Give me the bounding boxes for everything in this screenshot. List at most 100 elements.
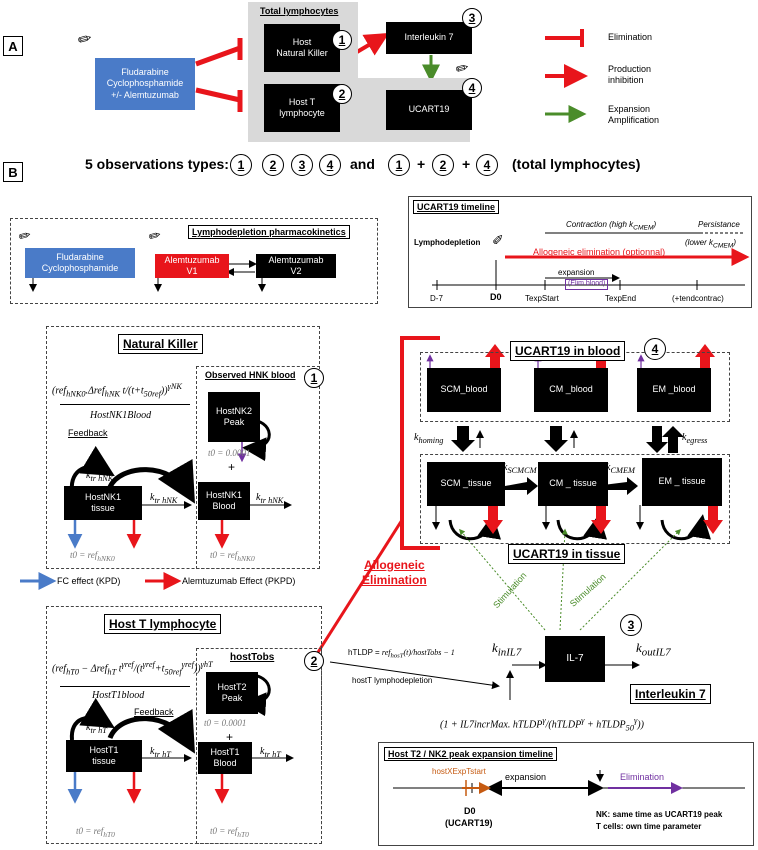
obs-4-badge: 4 — [462, 78, 482, 98]
legend-elimination: Elimination — [608, 32, 653, 42]
scm-blood-box: SCM_blood — [427, 368, 501, 412]
obs-1-badge: 1 — [230, 154, 252, 176]
interleukin-7-box: Interleukin 7 — [386, 22, 472, 54]
peak-timeline-panel — [378, 742, 754, 846]
obs-2-badge: 2 — [432, 154, 454, 176]
host-t-feedback-label: Feedback — [134, 707, 174, 717]
hostt-lymphodepletion-label: hostT lymphodepletion — [352, 676, 433, 685]
khoming-label: khoming — [414, 432, 444, 445]
nk-feedback-label: Feedback — [68, 428, 108, 438]
ktr-hnk-label: ktr hNK — [150, 492, 178, 505]
obs-4-badge: 4 — [319, 154, 341, 176]
kin-il7-label: kinIL7 — [492, 640, 522, 659]
observed-hnk-title: Observed HNK blood — [205, 370, 296, 380]
allogeneic-elimination-label: Allogeneic elimination (optionnal) — [533, 247, 666, 257]
obs-2-badge: 2 — [332, 84, 352, 104]
nk-blood-t0: t0 = refhNK0 — [210, 550, 255, 563]
hostt1-tissue-box: HostT1 tissue — [66, 740, 142, 772]
scm-tissue-box: SCM _tissue — [427, 462, 505, 506]
hosttobs-panel — [196, 648, 322, 844]
nk-timing-note: NK: same time as UCART19 peak — [596, 810, 723, 819]
hostx-exp-tstart-label: hostXExpTstart — [432, 767, 486, 776]
em-blood-box: EM _blood — [637, 368, 711, 412]
d-7-label: D-7 — [430, 294, 443, 303]
allogeneic-bracket — [400, 336, 440, 550]
allogeneic-elimination-label: Allogeneic Elimination — [362, 558, 427, 587]
hostt2-peak-box: HostT2 Peak — [206, 672, 258, 714]
ktr-ht-label: ktr hT — [150, 746, 171, 759]
obs-4-badge: 4 — [644, 338, 666, 360]
obs-1-badge: 1 — [388, 154, 410, 176]
lympho-pk-title: Lymphodepletion pharmacokinetics — [188, 225, 350, 239]
hostt1-blood-box: HostT1 Blood — [198, 742, 252, 774]
obs-3-badge: 3 — [462, 8, 482, 28]
ucart19-box: UCART19 — [386, 90, 472, 130]
nk-feedback-formula: (refhNK0.ΔrefhNK t/(t+t50ref))γNK — [52, 382, 182, 399]
elim-blood-label: (Elim blood) — [565, 279, 609, 290]
nk-peak-t0: t0 = 0.0001 — [208, 448, 251, 458]
panel-b-label: B — [3, 162, 23, 182]
kcmem-label: kCMEM — [606, 462, 635, 475]
ktr-hnk-label: ktr hNK — [86, 470, 114, 483]
peak-expansion-label: expansion — [505, 772, 547, 782]
host-t-formula-denominator: HostT1blood — [92, 690, 145, 701]
host-t-title: Host T lymphocyte — [104, 614, 222, 634]
ktr-hnk-label: ktr hNK — [256, 492, 284, 505]
contraction-label: Contraction (high kCMEM) — [566, 220, 657, 232]
il7-box: IL-7 — [545, 636, 605, 682]
timeline-title: UCART19 timeline — [413, 200, 500, 214]
peak-elimination-label: Elimination — [620, 772, 665, 782]
fc-effect-legend: FC effect (KPD) — [57, 576, 121, 586]
obs-3-badge: 3 — [291, 154, 313, 176]
hostnk2-peak-box: HostNK2 Peak — [208, 392, 260, 442]
alemtuzumab-v1-box: Alemtuzumab V1 — [155, 254, 229, 278]
panel-a-label: A — [3, 36, 23, 56]
lower-kcmem-label: (lower kCMEM) — [685, 238, 737, 250]
lymphodepletion-pk-panel — [10, 218, 378, 304]
obs-1-badge: 1 — [332, 30, 352, 50]
natural-killer-title: Natural Killer — [118, 334, 203, 354]
and-text: and — [350, 156, 375, 172]
total-lymphocytes-title: Total lymphocytes — [260, 6, 339, 16]
nk-formula-denominator: HostNK1Blood — [90, 410, 152, 421]
observed-hnk-panel — [196, 366, 320, 569]
alemtuzumab-effect-legend: Alemtuzumab Effect (PKPD) — [182, 576, 296, 586]
host-t-feedback-formula: (refhT0 − ΔrefhT tγref/(tγref+t50refγref… — [52, 660, 213, 677]
peak-d0-label: D0 — [464, 806, 476, 816]
cm-tissue-box: CM _ tissue — [538, 462, 608, 506]
tendcontrac-label: (+tendcontrac) — [672, 294, 724, 303]
cm-blood-box: CM _blood — [534, 368, 608, 412]
obs-2-badge: 2 — [304, 651, 324, 671]
texpstart-label: TexpStart — [525, 294, 559, 303]
t-blood-t0: t0 = refhT0 — [210, 826, 249, 839]
interleukin-7-title: Interleukin 7 — [630, 684, 711, 704]
obs-2-badge: 2 — [262, 154, 284, 176]
hostnk1-blood-box: HostNK1 Blood — [198, 482, 250, 520]
kout-il7-label: koutIL7 — [636, 640, 671, 659]
expansion-label: expansion — [558, 268, 595, 277]
persistance-label: Persistance — [698, 220, 740, 229]
host-nk-box: Host Natural Killer — [264, 24, 340, 72]
syringe-icon: ✐ — [492, 232, 504, 248]
host-t-box: Host T lymphocyte — [264, 84, 340, 132]
total-lymphocytes-text: (total lymphocytes) — [512, 156, 641, 172]
alemtuzumab-v2-box: Alemtuzumab V2 — [256, 254, 336, 278]
lymphodepletion-drugs-box: Fludarabine Cyclophosphamide +/- Alemtuz… — [95, 58, 195, 110]
htldp-formula: hTLDP = refhosT(t)/hostTobs − 1 — [348, 648, 455, 660]
t-cells-timing-note: T cells: own time parameter — [596, 822, 702, 831]
ucart19-timeline-panel — [408, 196, 752, 308]
t-tissue-t0: t0 = refhT0 — [76, 826, 115, 839]
t-peak-t0: t0 = 0.0001 — [204, 718, 247, 728]
kscmcm-label: kSCMCM — [503, 462, 537, 475]
hostnk1-tissue-box: HostNK1 tissue — [64, 486, 142, 520]
il7-increase-formula: (1 + IL7incrMax. hTLDPγ/(hTLDPγ + hTLDP5… — [440, 716, 644, 733]
legend-expansion: Expansion Amplification — [608, 104, 660, 126]
ucart19-tissue-panel — [420, 454, 730, 544]
texpend-label: TexpEnd — [605, 294, 637, 303]
flu-cy-box: Fludarabine Cyclophosphamide — [25, 248, 135, 278]
nk-tissue-t0: t0 = refhNK0 — [70, 550, 115, 563]
legend-production-inhibition: Production inhibition — [608, 64, 652, 86]
ucart19-tissue-title: UCART19 in tissue — [508, 544, 626, 564]
observation-types-text: 5 observations types: — [85, 156, 229, 172]
hosttobs-title: hostTobs — [230, 652, 275, 663]
